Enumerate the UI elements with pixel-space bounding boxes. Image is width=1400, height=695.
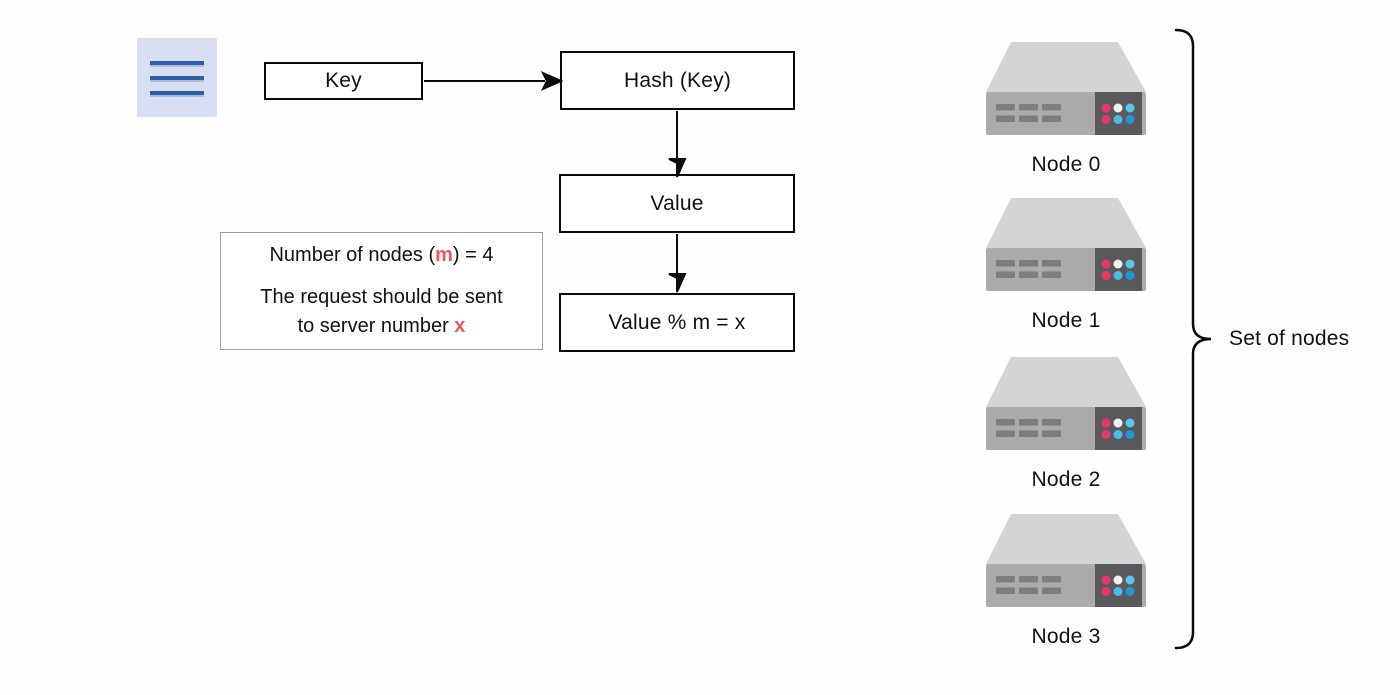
- note-line1-prefix: Number of nodes (: [269, 244, 436, 266]
- server-icon: [986, 357, 1146, 450]
- menu-bar: [150, 91, 204, 97]
- curly-brace-icon: [1174, 28, 1212, 650]
- note-line2-text: The request should be sent: [260, 286, 503, 308]
- node-label: Node 2: [1031, 468, 1101, 491]
- node-label: Node 3: [1031, 625, 1101, 648]
- node-item-3: Node 3: [986, 514, 1146, 649]
- note-line1-suffix: ) = 4: [452, 244, 494, 266]
- arrow-right-head-icon: [540, 70, 564, 92]
- flow-box-hash: Hash (Key): [560, 51, 795, 110]
- note-line3-prefix: to server number: [297, 315, 455, 337]
- node-item-0: Node 0: [986, 42, 1146, 177]
- server-icon: [986, 42, 1146, 135]
- node-item-1: Node 1: [986, 198, 1146, 333]
- flow-box-key: Key: [264, 62, 423, 100]
- arrow-down-head-icon: [668, 273, 687, 293]
- note-line3-variable: x: [454, 315, 466, 337]
- flow-box-modulo: Value % m = x: [559, 293, 795, 352]
- flow-box-value: Value: [559, 174, 795, 233]
- note-line1-variable: m: [435, 244, 453, 266]
- node-item-2: Node 2: [986, 357, 1146, 492]
- menu-bar: [150, 61, 204, 67]
- node-label: Node 1: [1031, 309, 1101, 332]
- flow-box-hash-label: Hash (Key): [623, 68, 732, 92]
- hamburger-menu-icon: [137, 38, 217, 117]
- server-icon: [986, 198, 1146, 291]
- node-label: Node 0: [1031, 153, 1101, 176]
- note-line-2: The request should be sent to server num…: [260, 283, 502, 341]
- flow-box-key-label: Key: [325, 69, 362, 92]
- flow-box-modulo-label: Value % m = x: [608, 310, 746, 334]
- note-box: Number of nodes (m) = 4 The request shou…: [220, 232, 543, 350]
- menu-bar: [150, 76, 204, 82]
- server-icon: [986, 514, 1146, 607]
- set-of-nodes-label: Set of nodes: [1229, 327, 1350, 350]
- note-line-1: Number of nodes (m) = 4: [269, 241, 493, 270]
- flow-box-value-label: Value: [650, 191, 704, 215]
